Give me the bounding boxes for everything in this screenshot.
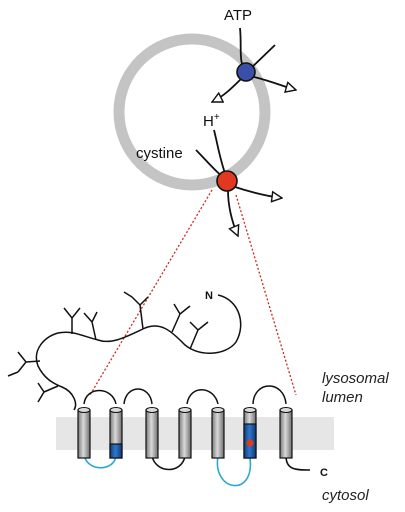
helix-7 [279, 406, 293, 459]
atp-arrow-out [249, 75, 296, 90]
proton-arrow-out [227, 189, 238, 236]
proton-label: H+ [203, 112, 220, 130]
transmembrane-helices [77, 406, 293, 459]
lumen-label: lysosomal lumen [322, 370, 389, 406]
helix-1 [77, 406, 91, 459]
connector-line-right [235, 194, 297, 396]
helix-3 [145, 406, 159, 459]
atp-pump-circle [236, 62, 256, 82]
cystine-arrow-out [231, 185, 282, 198]
glycan-trees [7, 291, 209, 403]
c-terminus-label: C [320, 467, 328, 479]
proton-input-line [213, 129, 227, 177]
connector-line-left [89, 189, 213, 396]
luminal-loops [83, 385, 287, 405]
lysosome-vesicle [113, 33, 271, 191]
proton-arrow-in [212, 75, 245, 103]
n-terminus-label: N [205, 290, 213, 302]
helix-4 [178, 406, 192, 459]
cystinosin-transporter [195, 129, 282, 236]
cytosol-label: cytosol [322, 487, 369, 504]
n-terminal-chain [7, 291, 242, 411]
lumen-label-line-1: lysosomal [322, 370, 389, 387]
transporter-circle [216, 170, 238, 192]
lumen-label-line-2: lumen [322, 389, 363, 406]
proton-label-plus: + [214, 112, 220, 123]
luminal-chain-path [35, 294, 242, 411]
binding-site-dot [246, 439, 254, 447]
proton-label-base: H [203, 113, 214, 130]
atp-label: ATP [224, 7, 252, 24]
helix-5 [211, 406, 225, 459]
helix-2-highlight [109, 443, 123, 459]
helix-2 [109, 406, 123, 459]
helix-6 [243, 406, 257, 459]
cystine-label: cystine [136, 145, 183, 162]
atp-pump [212, 27, 296, 103]
cytosolic-loops [83, 453, 311, 487]
